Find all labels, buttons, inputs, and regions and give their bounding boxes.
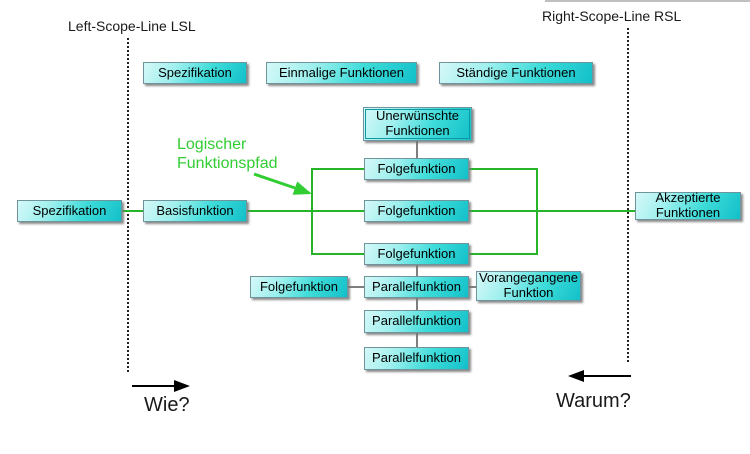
how-question-label: Wie?	[144, 394, 190, 416]
green-connector-spec-basis	[122, 210, 143, 212]
left-scope-dashed-line	[127, 38, 129, 372]
green-connector-basis-folge2	[247, 210, 364, 212]
right-scope-dashed-line	[627, 28, 629, 362]
how-arrow-line	[132, 385, 174, 387]
node-vorangegangene-funktion: Vorangegangene Funktion	[476, 271, 581, 301]
why-question-label: Warum?	[556, 390, 631, 412]
green-connector-row1-left	[311, 168, 364, 170]
green-bracket-left-vertical	[311, 168, 313, 255]
node-folgefunktion-2: Folgefunktion	[364, 200, 469, 222]
green-bracket-right-vertical	[536, 168, 538, 255]
logical-path-arrow-icon	[253, 172, 312, 195]
node-einmalige-funktionen: Einmalige Funktionen	[266, 62, 417, 84]
logical-function-path-label: Logischer Funktionspfad	[177, 136, 278, 172]
left-scope-line-label: Left-Scope-Line LSL	[68, 18, 196, 34]
right-scope-line-label: Right-Scope-Line RSL	[542, 8, 682, 24]
gray-connector-parallel2-parallel3	[416, 333, 418, 347]
green-connector-row1-right	[469, 168, 538, 170]
node-folgefunktion-3: Folgefunktion	[364, 243, 469, 265]
gray-connector-parallel1-parallel2	[416, 298, 418, 310]
node-parallelfunktion-1: Parallelfunktion	[364, 276, 469, 298]
node-spezifikation-left: Spezifikation	[17, 200, 122, 222]
why-arrow-head-icon	[568, 370, 584, 382]
node-parallelfunktion-2: Parallelfunktion	[364, 310, 469, 333]
node-folgefunktion-1: Folgefunktion	[364, 158, 469, 180]
green-connector-folge2-akzeptierte	[469, 210, 635, 212]
green-connector-row3-right	[469, 253, 538, 255]
node-unerwuenschte-funktionen: Unerwünschte Funktionen	[363, 107, 472, 141]
node-folgefunktion-left: Folgefunktion	[250, 276, 348, 298]
node-staendige-funktionen: Ständige Funktionen	[439, 62, 593, 84]
gray-connector-folge3-parallel1	[416, 265, 418, 276]
why-arrow-line	[584, 375, 631, 377]
green-connector-row3-left	[311, 253, 364, 255]
gray-connector-unerwuenschte-folge1	[416, 141, 418, 158]
top-border-line	[545, 0, 750, 2]
gray-connector-folgeleft-parallel1	[348, 286, 364, 288]
gray-connector-parallel1-vorangegangene	[469, 286, 476, 288]
node-akzeptierte-funktionen: Akzeptierte Funktionen	[635, 191, 741, 220]
node-parallelfunktion-3: Parallelfunktion	[364, 347, 469, 370]
node-spezifikation-header: Spezifikation	[143, 62, 247, 84]
how-arrow-head-icon	[174, 380, 190, 392]
node-basisfunktion: Basisfunktion	[143, 200, 247, 222]
